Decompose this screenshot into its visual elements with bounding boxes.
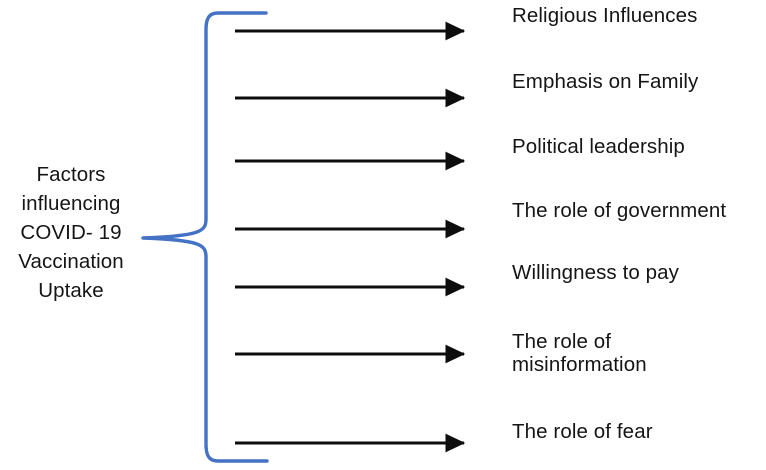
root-label-line-0: Factors: [36, 163, 106, 186]
branch-label-line-2-0: Political leadership: [512, 135, 685, 158]
branch-label-willingness-to-pay: Willingness to pay: [512, 261, 679, 284]
root-label-line-1: influencing: [21, 192, 121, 215]
branch-label-emphasis-on-family: Emphasis on Family: [512, 70, 698, 93]
branch-label-line-0-0: Religious Influences: [512, 4, 698, 27]
branch-label-political-leadership: Political leadership: [512, 135, 685, 158]
branch-label-line-5-1: misinformation: [512, 353, 647, 376]
root-label-line-2: COVID- 19: [20, 221, 122, 244]
branch-label-the-role-of-government: The role of government: [512, 199, 726, 222]
root-label-line-3: Vaccination: [18, 250, 124, 273]
branch-label-line-4-0: Willingness to pay: [512, 261, 680, 284]
right-curly-brace-icon: [141, 11, 269, 463]
branch-label-the-role-of-fear: The role of fear: [512, 420, 653, 443]
branch-label-religious-influences: Religious Influences: [512, 4, 697, 27]
branch-label-line-6-0: The role of fear: [512, 420, 653, 443]
branch-label-line-3-0: The role of government: [512, 199, 727, 222]
branch-label-line-5-0: The role of: [512, 330, 612, 353]
branch-label-line-1-0: Emphasis on Family: [512, 70, 699, 93]
root-label-line-4: Uptake: [38, 279, 104, 302]
